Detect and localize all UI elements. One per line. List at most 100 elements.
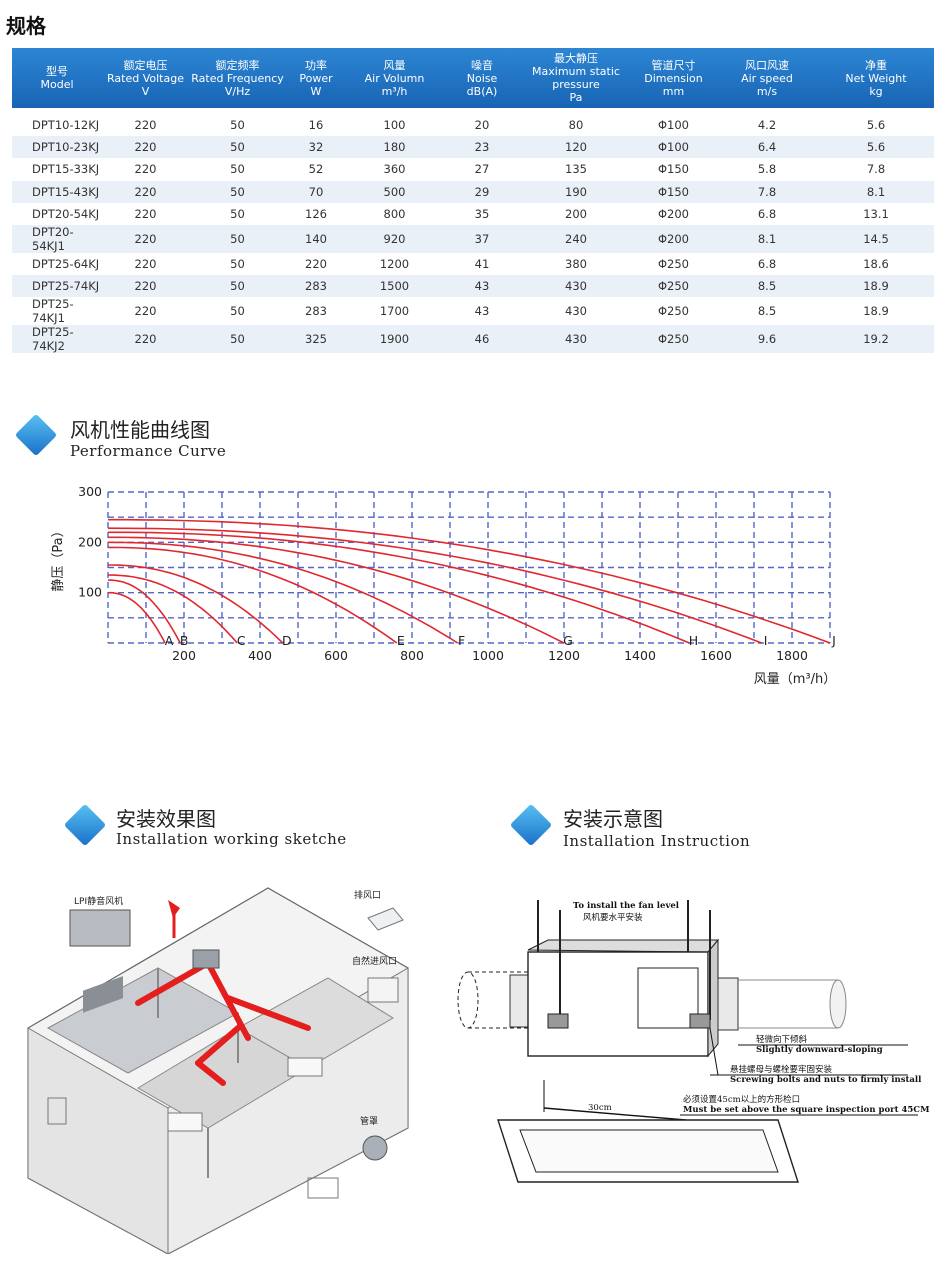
table-cell: DPT15-33KJ [32,162,100,177]
table-cell: 220 [305,257,327,272]
table-cell: DPT25-74KJ2 [12,325,102,354]
table-cell: 140 [286,224,346,253]
x-tick-label: 400 [248,648,272,663]
table-cell: 920 [346,224,443,253]
series-label-F: F [458,633,465,648]
series-label-I: I [764,633,768,648]
table-cell: 220 [102,180,189,203]
instruction-title-cn: 安装示意图 [563,807,663,831]
table-cell: 41 [474,257,490,272]
table-cell: 220 [102,325,189,354]
table-cell: 190 [521,180,631,203]
perf-title-en: Performance Curve [70,442,227,460]
x-tick-label: 1600 [700,648,732,663]
curve-G [108,536,565,644]
column-header-unit: W [310,84,322,98]
inlet-label: 自然进风口 [352,955,397,967]
installation-diagram: To install the fan level 风机要水平安装 轻微向下倾斜 … [457,900,930,1183]
table-cell: 5.8 [757,162,777,177]
table-cell: 23 [443,136,521,159]
table-cell: 1200 [379,257,410,272]
table-cell: 430 [521,275,631,298]
column-header-en: Air Volumn [364,71,425,85]
table-cell: 1500 [346,275,443,298]
table-cell: DPT20-54KJ1 [12,224,102,253]
port-label-cn: 必须设置45cm以上的方形检口 [683,1094,800,1105]
table-cell: 6.8 [757,206,777,221]
x-tick-label: 1000 [472,648,504,663]
table-cell: 1900 [346,325,443,354]
level-label-en: To install the fan level [573,901,680,911]
column-header-unit: m/s [756,84,778,98]
hood-label: 管罩 [360,1115,378,1127]
table-cell: Φ250 [631,275,716,298]
table-cell: Φ100 [631,136,716,159]
sketch-title-en: Installation working sketche [116,830,347,848]
column-header-en: Noise [466,71,498,85]
table-cell: 13.1 [863,206,889,221]
table-cell: Φ200 [631,224,716,253]
table-cell: 283 [305,304,327,319]
table-cell: 360 [383,162,406,177]
table-cell: DPT25-64KJ [32,257,100,272]
table-cell: Φ250 [657,257,689,272]
instruction-title-en: Installation Instruction [563,832,751,850]
right-connector [717,977,739,1031]
table-cell: 220 [134,304,157,319]
house-installation-sketch: LPI静音风机 排风口 自然进风口 管罩 [27,887,409,1254]
column-header-cn: 净重 [865,58,887,72]
table-cell: 50 [230,304,245,319]
diamond-icon [509,803,553,847]
column-header-en: Power [299,71,333,85]
column-header-en: Rated Voltage [107,71,184,85]
table-cell: 27 [474,162,490,177]
column-header-unit: dB(A) [466,84,498,98]
table-cell: 500 [346,180,443,203]
table-cell: 50 [230,118,245,133]
curve-J [108,518,831,644]
column-header-en: Model [40,78,74,91]
table-cell: 43 [474,304,490,319]
x-tick-label: 1800 [776,648,808,663]
table-cell: 200 [565,206,587,221]
table-cell: DPT10-12KJ [32,118,100,133]
table-cell: 220 [102,224,189,253]
x-tick-label: 800 [400,648,424,663]
series-label-J: J [831,633,836,648]
table-cell: 37 [443,224,521,253]
bed [167,1112,203,1132]
table-cell: 220 [134,257,157,272]
series-label-D: D [282,633,292,648]
table-cell: 18.9 [863,304,889,319]
y-tick-label: 200 [78,534,102,549]
x-tick-label: 1400 [624,648,656,663]
fan-box [527,951,709,1057]
table-cell: 8.5 [716,275,818,298]
table-cell: DPT10-23KJ [12,136,102,159]
exhaust-grille [367,907,404,931]
table-cell: 50 [189,224,286,253]
distance-label: 30cm [588,1103,612,1113]
table-cell: 5.6 [866,118,886,133]
column-header-cn: 额定频率 [215,58,260,72]
table-cell: 18.6 [863,257,889,272]
column-header-cn: 管道尺寸 [651,58,696,72]
series-label-E: E [397,633,405,648]
fan-callout-image [69,909,131,947]
table-cell: DPT25-74KJ [12,275,102,298]
x-tick-label: 200 [172,648,196,663]
series-label-A: A [165,633,174,648]
inspection-port-inner [519,1129,779,1173]
table-cell: 220 [102,275,189,298]
table-cell: 380 [565,257,587,272]
column-header-cn: 型号 [46,65,68,78]
table-cell: 8.5 [757,304,777,319]
